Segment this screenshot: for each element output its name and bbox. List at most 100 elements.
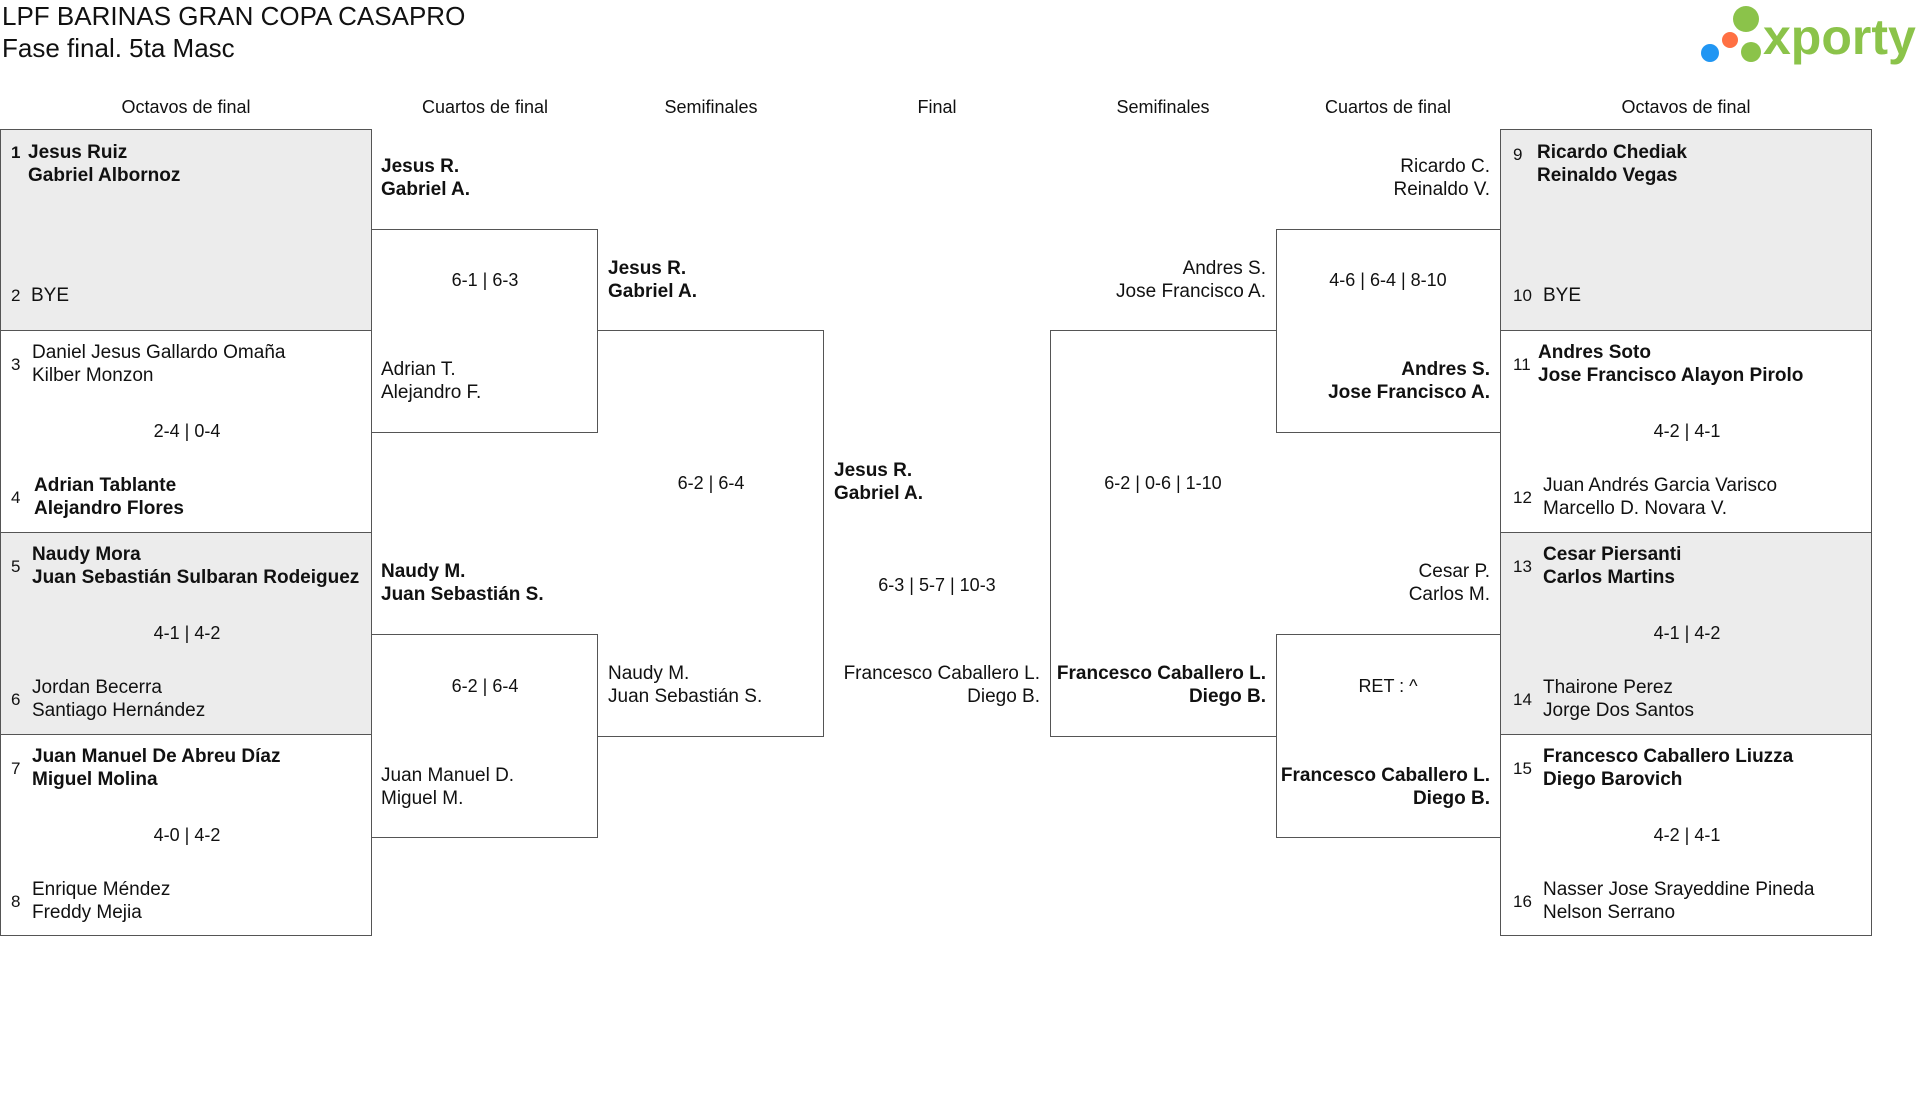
player-name: Jorge Dos Santos xyxy=(1543,700,1695,721)
player-name: Carlos Martins xyxy=(1543,567,1675,588)
final-score: 6-3 | 5-7 | 10-3 xyxy=(878,575,996,595)
seed-number: 1 xyxy=(11,143,21,162)
round-header-right-r16: Octavos de final xyxy=(1621,97,1751,117)
player-name: Adrian Tablante xyxy=(34,475,177,496)
player-name: Gabriel A. xyxy=(381,179,471,200)
page-title: LPF BARINAS GRAN COPA CASAPRO xyxy=(2,1,466,31)
player-name: Andres Soto xyxy=(1538,342,1651,363)
seed-number: 6 xyxy=(11,690,21,709)
seed-number: 13 xyxy=(1513,557,1532,576)
match-score: 6-2 | 0-6 | 1-10 xyxy=(1104,473,1222,493)
match-score: 4-1 | 4-2 xyxy=(153,623,221,643)
player-name: Jose Francisco Alayon Pirolo xyxy=(1538,365,1804,386)
player-name: Miguel M. xyxy=(381,788,464,809)
bracket-entry: Naudy M.Juan Sebastián S. xyxy=(608,662,762,708)
bracket-entry: Cesar P.Carlos M. xyxy=(1276,560,1490,606)
player-name: Cesar Piersanti xyxy=(1543,544,1682,565)
player-name: Naudy Mora xyxy=(32,544,141,565)
player-name: Enrique Méndez xyxy=(32,879,171,900)
seed-number: 12 xyxy=(1513,488,1532,507)
round-header-right-sf: Semifinales xyxy=(1116,97,1210,117)
seed-number: 5 xyxy=(11,557,21,576)
player-name: Ricardo C. xyxy=(1400,156,1490,177)
match-score: 4-0 | 4-2 xyxy=(153,825,221,845)
bracket-connector xyxy=(1276,229,1501,433)
player-name: Gabriel A. xyxy=(608,281,698,302)
player-name: Jesus R. xyxy=(608,258,687,279)
player-name: Juan Sebastián Sulbaran Rodeiguez xyxy=(32,567,360,588)
round-header-left-r16: Octavos de final xyxy=(121,97,251,117)
logo-dot-icon xyxy=(1722,32,1738,48)
bracket-connector xyxy=(597,330,824,737)
bracket-entry: Francesco Caballero L.Diego B. xyxy=(824,662,1040,708)
player-name: Andres S. xyxy=(1182,258,1266,279)
player-name: Reinaldo Vegas xyxy=(1537,165,1678,186)
round-header-final: Final xyxy=(917,97,957,117)
player-name: Francesco Caballero L. xyxy=(1280,765,1490,786)
seed-number: 3 xyxy=(11,355,21,374)
match-score: 6-2 | 6-4 xyxy=(677,473,745,493)
player-name: Adrian T. xyxy=(381,359,456,380)
bracket-connector xyxy=(371,229,598,433)
player-name: Jordan Becerra xyxy=(32,677,162,698)
player-name: Gabriel Albornoz xyxy=(28,165,181,186)
player-name: BYE xyxy=(1543,285,1582,306)
match-score: 4-2 | 4-1 xyxy=(1653,421,1721,441)
player-name: Francesco Caballero Liuzza xyxy=(1543,746,1794,767)
match-score: 6-2 | 6-4 xyxy=(451,676,519,696)
bracket-entry: Francesco Caballero L.Diego B. xyxy=(1276,764,1490,810)
player-name: Diego Barovich xyxy=(1543,769,1683,790)
match-score: 4-2 | 4-1 xyxy=(1653,825,1721,845)
player-name: Jesus R. xyxy=(381,156,460,177)
bracket-entry: Andres S.Jose Francisco A. xyxy=(1050,257,1266,303)
seed-number: 4 xyxy=(11,488,21,507)
bracket-connector xyxy=(1276,634,1501,838)
bracket-entry: Naudy M.Juan Sebastián S. xyxy=(381,560,544,606)
seed-number: 11 xyxy=(1513,355,1531,374)
player-name: BYE xyxy=(31,285,70,306)
player-name: Kilber Monzon xyxy=(32,365,154,386)
player-name: Daniel Jesus Gallardo Omaña xyxy=(32,342,286,363)
bracket-entry: Andres S.Jose Francisco A. xyxy=(1276,358,1490,404)
seed-number: 8 xyxy=(11,892,21,911)
player-name: Nelson Serrano xyxy=(1543,902,1676,923)
player-name: Jesus Ruiz xyxy=(28,142,128,163)
bracket-entry: Jesus R.Gabriel A. xyxy=(608,257,697,303)
player-name: Juan Manuel De Abreu Díaz xyxy=(32,746,281,767)
xporty-logo: xporty xyxy=(1695,4,1920,68)
bracket-entry: Ricardo C.Reinaldo V. xyxy=(1276,155,1490,201)
seed-number: 7 xyxy=(11,759,21,778)
player-name: Carlos M. xyxy=(1408,584,1490,605)
logo-dot-icon xyxy=(1733,6,1759,32)
round-header-right-qf: Cuartos de final xyxy=(1324,97,1452,117)
player-name: Cesar P. xyxy=(1418,561,1490,582)
match-score: 4-1 | 4-2 xyxy=(1653,623,1721,643)
seed-number: 9 xyxy=(1513,145,1523,164)
seed-number: 2 xyxy=(11,286,21,305)
player-name: Jesus R. xyxy=(834,460,913,481)
seed-number: 10 xyxy=(1513,286,1532,305)
round-header-left-sf: Semifinales xyxy=(664,97,758,117)
bracket-entry: Francesco Caballero L.Diego B. xyxy=(1050,662,1266,708)
player-name: Naudy M. xyxy=(381,561,466,582)
player-name: Freddy Mejia xyxy=(32,902,142,923)
player-name: Ricardo Chediak xyxy=(1537,142,1687,163)
bracket-entry: Juan Manuel D.Miguel M. xyxy=(381,764,514,810)
player-name: Reinaldo V. xyxy=(1393,179,1490,200)
player-name: Juan Andrés Garcia Varisco xyxy=(1543,475,1778,496)
player-name: Diego B. xyxy=(967,686,1040,707)
player-name: Diego B. xyxy=(1188,686,1266,707)
bracket-connector xyxy=(1050,330,1277,737)
match-score: 4-6 | 6-4 | 8-10 xyxy=(1329,270,1447,290)
logo-text: xporty xyxy=(1763,9,1916,65)
seed-number: 16 xyxy=(1513,892,1532,911)
match-score: 6-1 | 6-3 xyxy=(451,270,519,290)
